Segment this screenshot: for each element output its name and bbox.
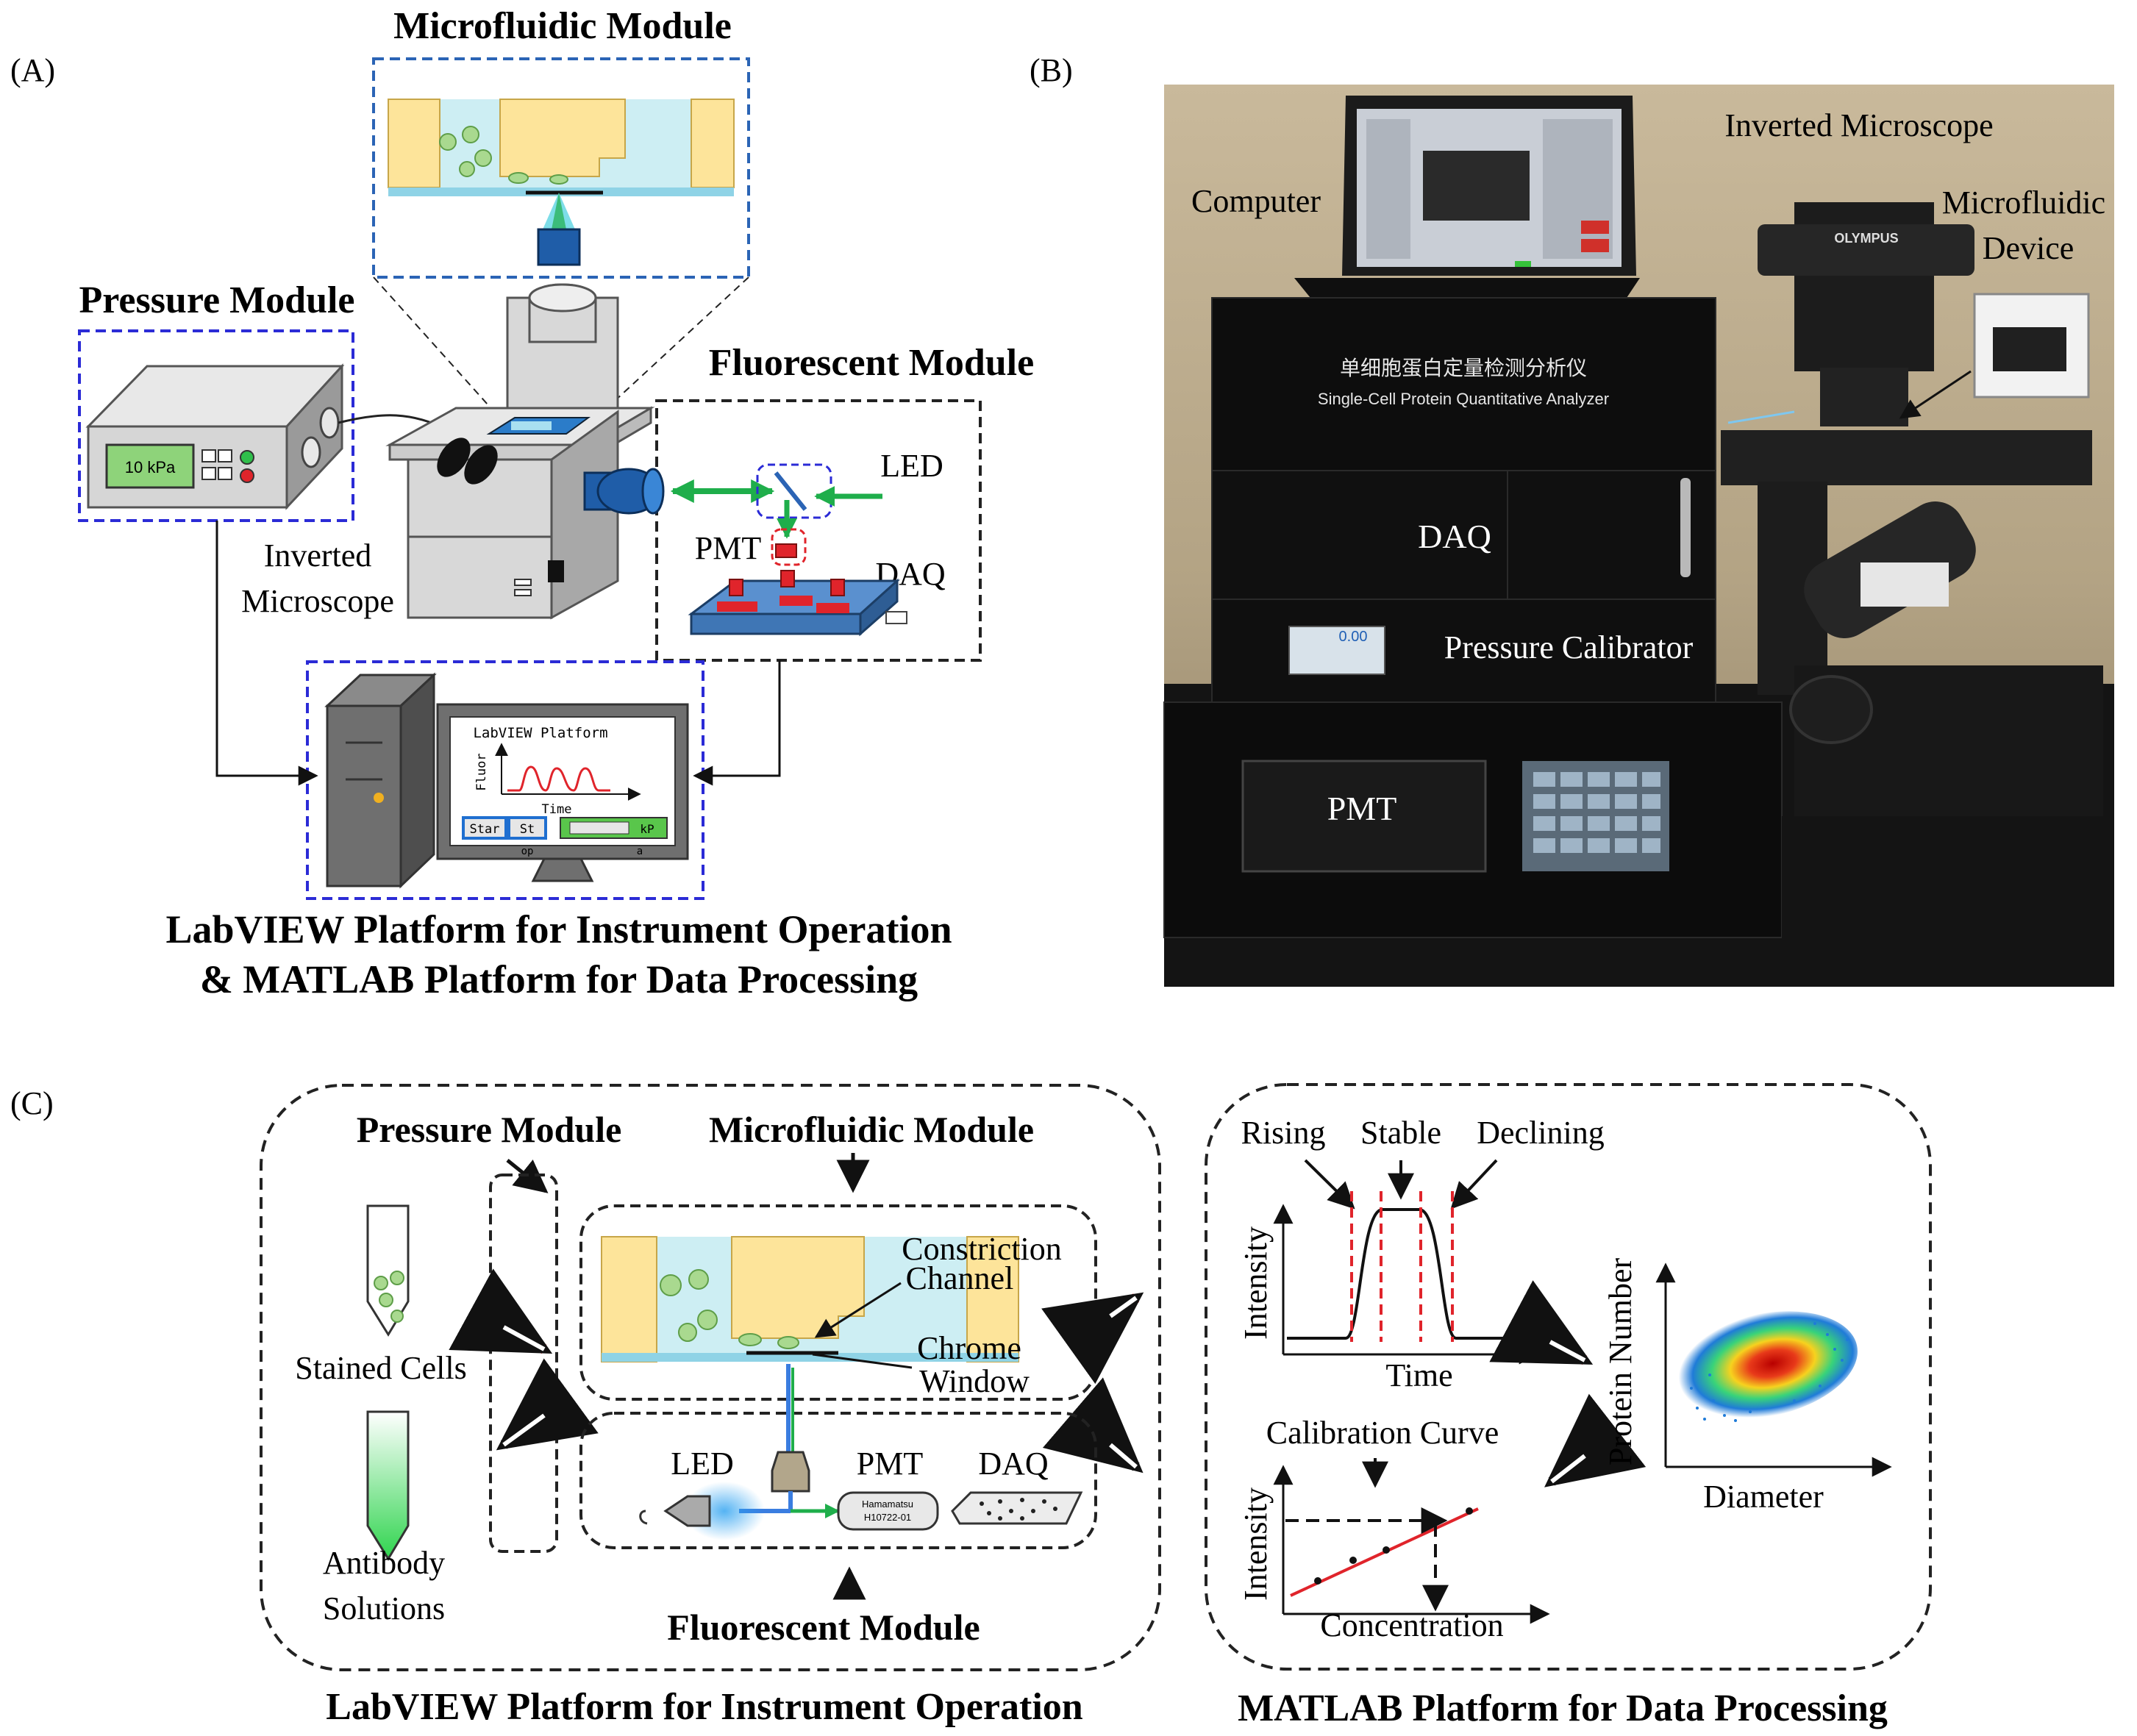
c-pressure-title: Pressure Module — [357, 1109, 622, 1150]
a-computer-box — [306, 660, 704, 900]
b-instrument-en: Single-Cell Protein Quantitative Analyze… — [1318, 390, 1609, 408]
a-screen-btn-start: Star — [470, 822, 500, 837]
b-laptop — [1294, 96, 1640, 298]
b-inverted-microscope-label: Inverted Microscope — [1724, 107, 1993, 143]
a-screen-field-under: a — [637, 846, 643, 857]
c-intensity-label-2: Intensity — [1238, 1487, 1274, 1601]
c-stained-cells-label: Stained Cells — [295, 1350, 466, 1386]
b-calibrator-reading: 0.00 — [1339, 629, 1368, 645]
c-pmt-tube-text-1: Hamamatsu — [862, 1499, 913, 1510]
c-protein-number-label: Protein Number — [1602, 1258, 1638, 1466]
a-pressure-controller: 10 kPa — [85, 363, 345, 510]
b-microfluidic-label-1: Microfluidic — [1942, 185, 2105, 221]
b-pmt-label: PMT — [1327, 790, 1397, 827]
a-daq-board — [688, 543, 907, 637]
a-microscope-label-1: Inverted — [264, 537, 372, 574]
a-screen-btn-stop: St — [520, 822, 535, 837]
a-fluorescent-box — [655, 399, 982, 662]
c-pmt-label: PMT — [857, 1446, 924, 1482]
a-screen-title: LabVIEW Platform — [473, 725, 607, 741]
a-screen-x-label: Time — [542, 802, 572, 817]
c-daq-label: DAQ — [978, 1446, 1049, 1482]
c-chrome-label-2: Window — [919, 1363, 1030, 1399]
c-stained-cells-tube — [366, 1204, 410, 1337]
b-daq-label: DAQ — [1418, 518, 1491, 555]
c-chrome-label-1: Chrome — [917, 1330, 1021, 1366]
c-stable-label: Stable — [1360, 1115, 1441, 1151]
a-caption-2: & MATLAB Platform for Data Processing — [200, 957, 918, 1001]
c-constriction-label-1: Constriction — [902, 1231, 1062, 1267]
panel-c: (C) Pressure Module Microfluidic Module … — [10, 1083, 1932, 1729]
a-screen-field-unit: kP — [640, 822, 654, 836]
panel-a: (A) Microfluidic Module Pressure Module — [10, 5, 1034, 1001]
c-fluorescent-box — [579, 1412, 1097, 1549]
a-microfluidic-title: Microfluidic Module — [393, 5, 732, 47]
panel-a-label: (A) — [10, 52, 55, 88]
c-concentration-label: Concentration — [1320, 1607, 1503, 1643]
c-calibration-chart — [1273, 1465, 1550, 1624]
c-time-label: Time — [1385, 1357, 1452, 1393]
a-pmt-label: PMT — [695, 530, 762, 566]
c-intensity-label-1: Intensity — [1238, 1226, 1274, 1340]
c-labview-box — [260, 1084, 1161, 1671]
a-chip-cross-section — [388, 99, 735, 266]
a-pressure-title: Pressure Module — [79, 279, 354, 321]
c-labview-caption: LabVIEW Platform for Instrument Operatio… — [326, 1686, 1082, 1728]
c-declining-label: Declining — [1477, 1115, 1605, 1151]
b-analyzer-cabinet: 0.00 — [1163, 297, 1783, 938]
b-computer-label: Computer — [1191, 183, 1321, 219]
c-calibration-curve-label: Calibration Curve — [1266, 1415, 1499, 1451]
a-objective — [583, 468, 665, 515]
panel-b-label: (B) — [1030, 52, 1073, 88]
c-antibody-label-2: Solutions — [323, 1590, 445, 1626]
c-pressure-box — [489, 1174, 558, 1553]
a-computer: LabVIEW Platform Fluor Time Star St op k… — [324, 672, 689, 889]
a-inverted-microscope — [385, 283, 655, 620]
panel-c-label: (C) — [10, 1085, 54, 1121]
c-led-label: LED — [671, 1446, 734, 1482]
a-microfluidic-box — [372, 57, 750, 279]
a-fluorescent-title: Fluorescent Module — [709, 342, 1034, 384]
c-antibody-label-1: Antibody — [323, 1545, 445, 1581]
c-matlab-box — [1205, 1083, 1932, 1671]
a-pmt-highlight — [771, 528, 807, 566]
c-microfluidic-title: Microfluidic Module — [709, 1109, 1034, 1150]
panel-b: (B) — [1030, 52, 2114, 987]
a-caption-1: LabVIEW Platform for Instrument Operatio… — [166, 907, 952, 951]
c-pmt-tube-text-2: H10722-01 — [864, 1512, 911, 1523]
a-microscope-label-2: Microscope — [241, 583, 394, 619]
c-diameter-label: Diameter — [1703, 1479, 1824, 1515]
b-instrument-cn: 单细胞蛋白定量检测分析仪 — [1340, 357, 1587, 379]
c-optical-path: Hamamatsu H10722-01 — [639, 1364, 1083, 1540]
a-screen-y-label: Fluor — [474, 753, 489, 790]
a-screen-btn-under: op — [521, 846, 534, 857]
c-constriction-label-2: Channel — [906, 1260, 1014, 1296]
a-pressure-display-text: 10 kPa — [125, 458, 176, 476]
c-antibody-tube — [366, 1410, 410, 1561]
c-fluorescent-title: Fluorescent Module — [667, 1607, 980, 1648]
a-led-label: LED — [880, 448, 943, 484]
c-chip-cross-section — [601, 1236, 1019, 1362]
b-microscope-brand: OLYMPUS — [1834, 231, 1898, 246]
c-matlab-caption: MATLAB Platform for Data Processing — [1238, 1687, 1888, 1729]
c-scatter-density — [1655, 1262, 1892, 1477]
c-pulse-chart — [1273, 1191, 1539, 1365]
c-rising-label: Rising — [1241, 1115, 1326, 1151]
b-microfluidic-label-2: Device — [1983, 230, 2074, 266]
b-pressure-calibrator-label: Pressure Calibrator — [1444, 629, 1694, 665]
b-microscope: OLYMPUS — [1721, 202, 2114, 987]
